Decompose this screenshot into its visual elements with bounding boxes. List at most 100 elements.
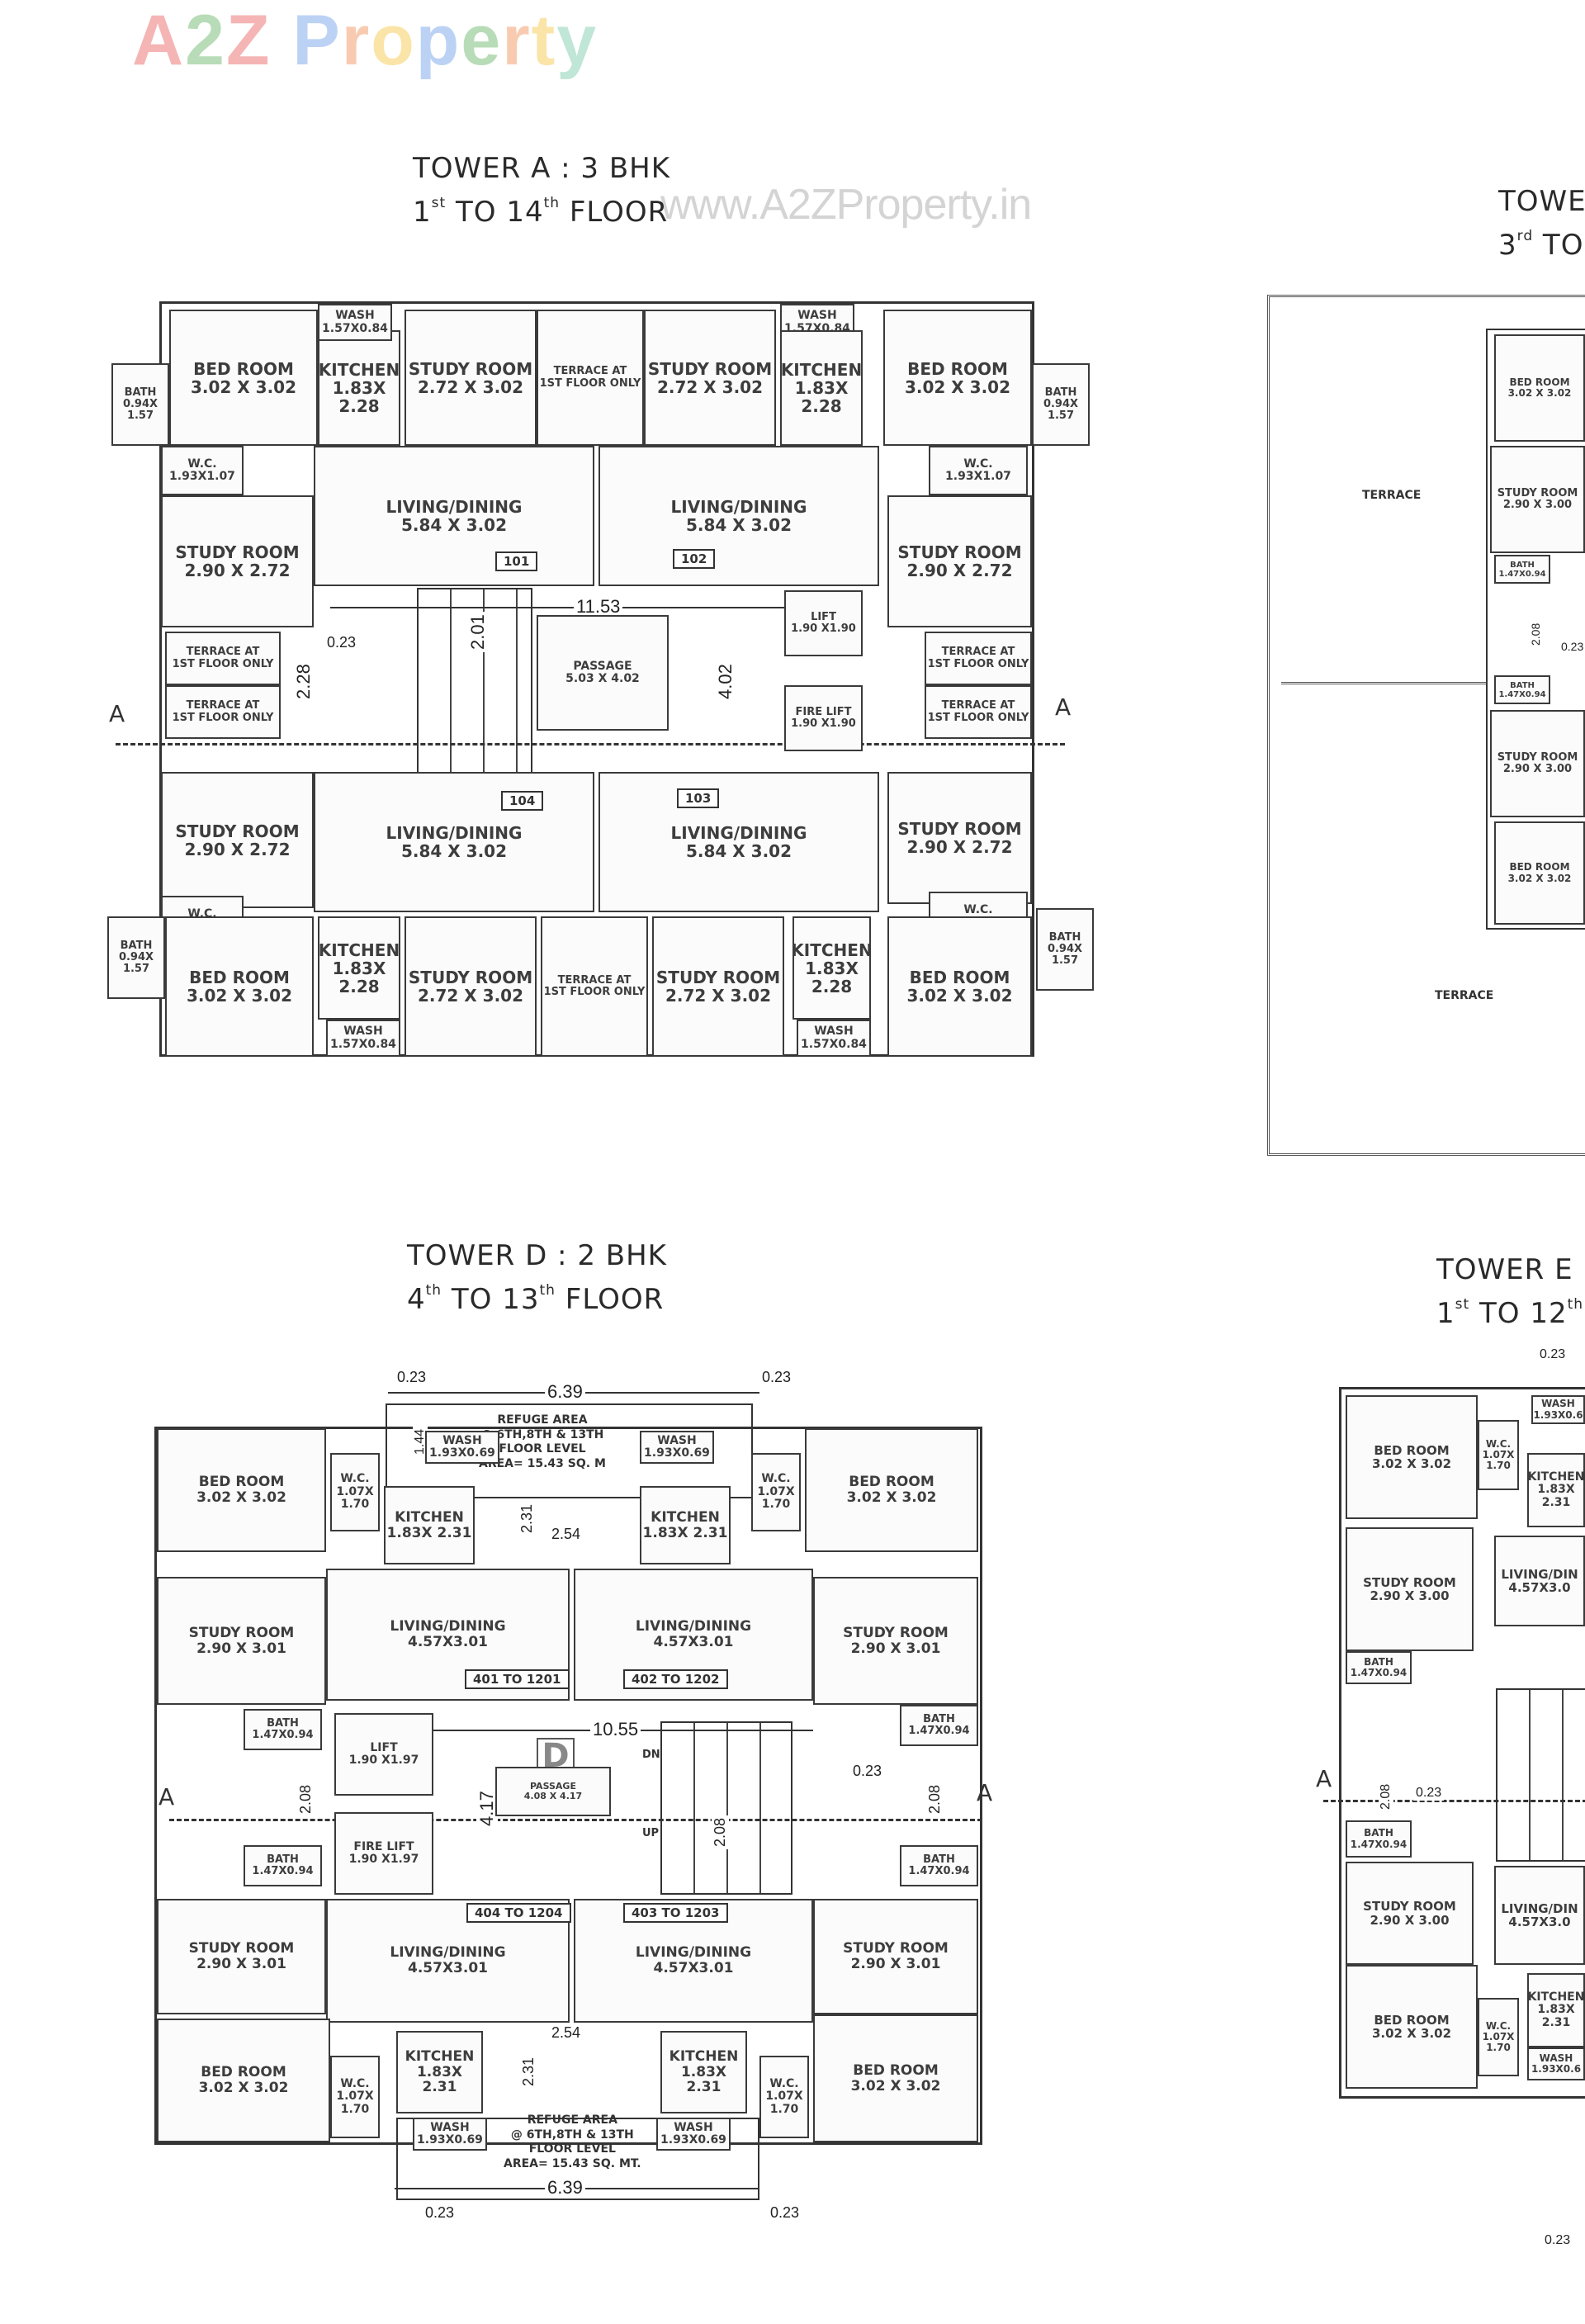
room-name: LIVING/DINING: [635, 1944, 752, 1962]
room-name: BATH: [124, 386, 157, 399]
room-name: STUDY ROOM: [647, 358, 773, 379]
tower-d-wall-bottom-left: 0.23: [423, 2204, 457, 2222]
room-dimensions: 4.57X3.0: [1508, 1580, 1571, 1595]
tower-b-terrace-label-top: TERRACE: [1362, 489, 1422, 502]
room-name: KITCHEN: [1527, 1470, 1585, 1484]
room-dimensions: 2.90 X 3.01: [850, 1956, 941, 1972]
tower-d-stair-down: DN: [642, 1749, 660, 1761]
room-dimensions: 1ST FLOOR ONLY: [927, 711, 1029, 724]
room-dimensions: 0.94X 1.57: [118, 950, 154, 976]
room-dimensions: 4.57X3.01: [408, 1634, 488, 1650]
room-name: W.C.: [761, 1472, 791, 1486]
room-dimensions: 1.57X0.84: [322, 321, 388, 335]
room-dimensions: 2.90 X 3.00: [1502, 499, 1573, 511]
room-dimensions: 1.47X0.94: [1350, 1838, 1408, 1850]
room-name: TERRACE AT: [941, 699, 1015, 712]
tower-d-floors: 4th TO 13th FLOOR: [407, 1281, 665, 1316]
room-name: BED ROOM: [1374, 1442, 1450, 1458]
tower-d-refuge-depth-bottom: 2.31: [520, 2054, 537, 2089]
room-dimensions: 1.47X0.94: [1498, 689, 1546, 699]
tower-b-outer-wall: [1486, 329, 1585, 930]
room-name: LIVING/DIN: [1501, 1900, 1578, 1916]
room-name: BATH: [1364, 1655, 1393, 1668]
tower-d-room-w-c: W.C.1.07X 1.70: [751, 1453, 801, 1531]
a2z-property-logo: A2Z Property: [132, 5, 598, 76]
room-dimensions: 1ST FLOOR ONLY: [172, 657, 274, 670]
room-name: STUDY ROOM: [175, 542, 300, 562]
room-name: PASSAGE: [530, 1780, 576, 1792]
room-name: W.C.: [963, 457, 993, 471]
tower-d-staircase: [660, 1721, 792, 1895]
room-name: STUDY ROOM: [188, 1624, 295, 1641]
room-name: LIVING/DINING: [635, 1618, 752, 1635]
room-name: LIVING/DINING: [386, 497, 523, 517]
room-dimensions: 5.84 X 3.02: [400, 841, 508, 861]
room-dimensions: 1.47X0.94: [908, 1725, 970, 1737]
tower-d-side-gap-left: 2.08: [297, 1782, 315, 1816]
tower-e-section-marker: A: [1316, 1765, 1332, 1792]
room-name: LIVING/DINING: [390, 1944, 506, 1962]
room-dimensions: 5.84 X 3.02: [685, 841, 792, 861]
tower-e-staircase: [1496, 1688, 1585, 1862]
room-dimensions: 1.07X 1.70: [757, 1484, 795, 1512]
room-name: KITCHEN: [780, 360, 863, 380]
tower-b-floors: 3rd TO: [1498, 227, 1584, 262]
room-name: LIVING/DINING: [670, 823, 807, 843]
room-dimensions: 3.02 X 3.02: [198, 2080, 289, 2096]
room-dimensions: 2.90 X 2.72: [184, 561, 291, 580]
room-name: WASH: [343, 1025, 383, 1039]
room-dimensions: 1.90 X1.90: [791, 622, 856, 635]
room-dimensions: 1ST FLOOR ONLY: [172, 711, 274, 724]
room-name: WASH: [442, 1433, 482, 1447]
logo-letter: Z: [225, 1, 272, 80]
room-dimensions: 2.90 X 2.72: [906, 837, 1013, 857]
room-name: WASH: [1539, 2052, 1573, 2064]
room-dimensions: 4.57X3.01: [408, 1960, 488, 1976]
tower-d-title: TOWER D : 2 BHK: [407, 1239, 667, 1272]
tower-a-title: TOWER A : 3 BHK: [413, 152, 671, 185]
room-name: STUDY ROOM: [175, 821, 300, 841]
room-name: STUDY ROOM: [655, 968, 781, 987]
tower-d-unit-number-tag: 403 TO 1203: [623, 1903, 728, 1923]
tower-d-unit-number-tag: 404 TO 1204: [466, 1903, 571, 1923]
room-name: W.C.: [340, 1472, 370, 1486]
room-name: TERRACE AT: [553, 365, 627, 378]
tower-d-refuge-area-top: [386, 1403, 753, 1498]
logo-letter: e: [461, 1, 503, 80]
room-name: WASH: [430, 2120, 470, 2134]
room-dimensions: 2.90 X 3.00: [1502, 763, 1573, 775]
room-dimensions: 1.47X0.94: [908, 1865, 970, 1877]
logo-letter: y: [556, 1, 599, 80]
room-dimensions: 1ST FLOOR ONLY: [543, 986, 646, 998]
room-name: PASSAGE: [573, 659, 632, 673]
room-name: KITCHEN: [651, 1508, 720, 1526]
tower-d-refuge-inner-top: 2.54: [549, 1526, 584, 1543]
room-name: STUDY ROOM: [188, 1940, 295, 1957]
tower-d-width-dimension-line: [334, 1730, 813, 1731]
room-dimensions: 1.90 X1.97: [348, 1754, 419, 1767]
room-name: WASH: [657, 1433, 697, 1447]
